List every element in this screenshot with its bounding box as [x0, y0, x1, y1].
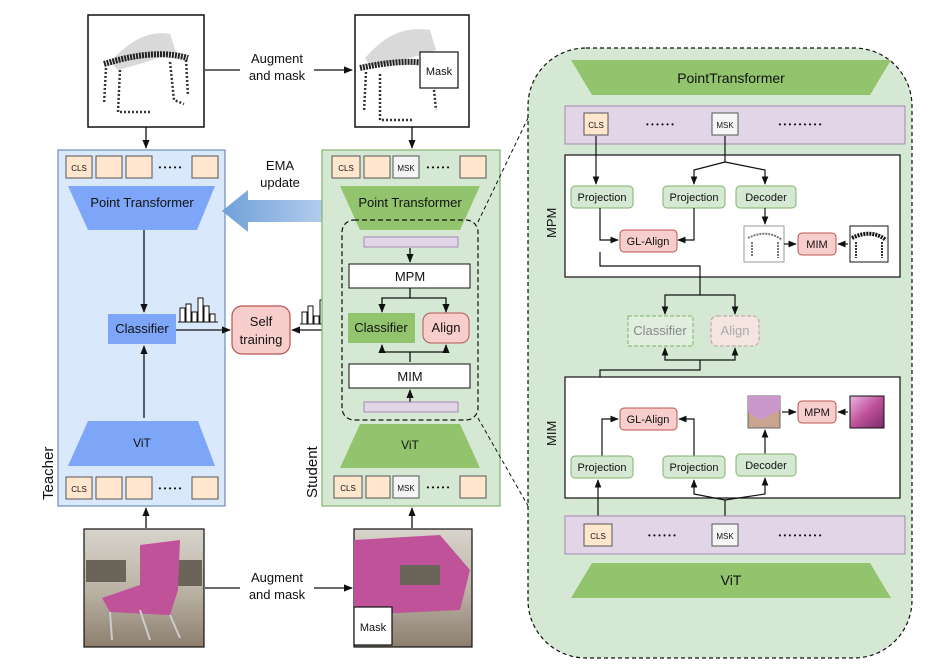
svg-text:Projection: Projection [670, 192, 719, 204]
ema-update-arrow [222, 190, 330, 232]
svg-text:ViT: ViT [721, 572, 742, 588]
svg-text:Self: Self [250, 314, 273, 329]
svg-text:ViT: ViT [401, 438, 419, 452]
detail-mim-img-right [849, 395, 885, 429]
svg-text:Projection: Projection [578, 192, 627, 204]
student-dots-bot: • • • • • [427, 483, 450, 492]
teacher-dots-top: • • • • • [159, 163, 182, 172]
detail-mpm-box: MPM [804, 407, 830, 419]
svg-text:Classifier: Classifier [115, 321, 169, 336]
svg-text:PointTransformer: PointTransformer [677, 70, 785, 86]
detail-mim-label: MIM [544, 421, 559, 446]
teacher-classifier [108, 314, 176, 344]
teacher-label: Teacher [40, 447, 57, 500]
student-classifier [348, 313, 415, 343]
teacher-point-cloud-image [87, 14, 205, 128]
svg-text:Point Transformer: Point Transformer [358, 195, 462, 210]
self-training-box [231, 305, 291, 355]
student-panel: CLS MSK • • • • • Point Transformer MPM … [321, 149, 501, 507]
mask-box-top [419, 51, 459, 89]
svg-text:Decoder: Decoder [745, 192, 787, 204]
teacher-photo [83, 528, 205, 648]
detail-msk-top: MSK [716, 121, 734, 130]
student-cls-bot: CLS [340, 484, 356, 493]
teacher-cls-top: CLS [71, 164, 87, 173]
svg-text:EMA: EMA [266, 158, 295, 173]
augment-text-top-1: Augment [251, 51, 303, 66]
svg-text:Decoder: Decoder [745, 460, 787, 472]
teacher-cls-bot: CLS [71, 485, 87, 494]
augment-text-bot-2: and mask [249, 587, 306, 602]
teacher-point-transformer [68, 186, 215, 230]
detail-point-transformer [571, 60, 891, 95]
student-msk-bot: MSK [397, 484, 415, 493]
augment-text-bot-1: Augment [251, 570, 303, 585]
mask-label-bot: Mask [360, 622, 387, 634]
svg-text:Projection: Projection [578, 462, 627, 474]
mask-label-top: Mask [426, 66, 453, 78]
detail-msk-bot: MSK [716, 532, 734, 541]
svg-text:GL-Align: GL-Align [627, 236, 670, 248]
student-cls-top: CLS [338, 164, 354, 173]
teacher-panel: CLS • • • • • Point Transformer Classifi… [57, 149, 226, 507]
student-align [422, 312, 470, 344]
svg-text:Align: Align [721, 323, 750, 338]
detail-mpm-label: MPM [544, 208, 559, 238]
svg-text:Projection: Projection [670, 462, 719, 474]
detail-dots-b: • • • • • • • • • [779, 120, 822, 129]
svg-text:Classifier: Classifier [354, 320, 408, 335]
detail-dots-a: • • • • • • [646, 120, 674, 129]
svg-text:GL-Align: GL-Align [627, 414, 670, 426]
svg-text:MPM: MPM [395, 269, 425, 284]
student-mim [348, 363, 471, 389]
augment-text-top-2: and mask [249, 68, 306, 83]
svg-text:Classifier: Classifier [633, 323, 687, 338]
detail-mim-box: MIM [806, 239, 827, 251]
teacher-vit [68, 421, 215, 466]
svg-text:MIM: MIM [397, 369, 422, 384]
student-msk-top: MSK [397, 164, 415, 173]
svg-text:update: update [260, 175, 300, 190]
detail-dots-d: • • • • • • • • • [779, 531, 822, 540]
student-label: Student [304, 445, 321, 498]
svg-text:ViT: ViT [133, 436, 151, 450]
detail-vit [571, 563, 891, 598]
detail-align [710, 315, 760, 347]
detail-panel: PointTransformer CLS • • • • • • MSK • •… [527, 47, 913, 659]
student-point-cloud-image: Mask [354, 14, 470, 128]
svg-text:Point Transformer: Point Transformer [90, 195, 194, 210]
svg-text:Align: Align [432, 320, 461, 335]
detail-cls-bot: CLS [590, 532, 606, 541]
svg-text:training: training [240, 332, 283, 347]
student-dots-top: • • • • • [427, 163, 450, 172]
student-vit [340, 424, 480, 468]
teacher-dots-bot: • • • • • [159, 484, 182, 493]
detail-cls-top: CLS [588, 121, 604, 130]
student-point-transformer [340, 186, 480, 230]
detail-classifier [627, 315, 694, 347]
teacher-histogram-icon [178, 297, 218, 323]
student-photo: Mask [353, 528, 473, 648]
mask-box-bot [353, 606, 393, 646]
detail-dots-c: • • • • • • [648, 531, 676, 540]
